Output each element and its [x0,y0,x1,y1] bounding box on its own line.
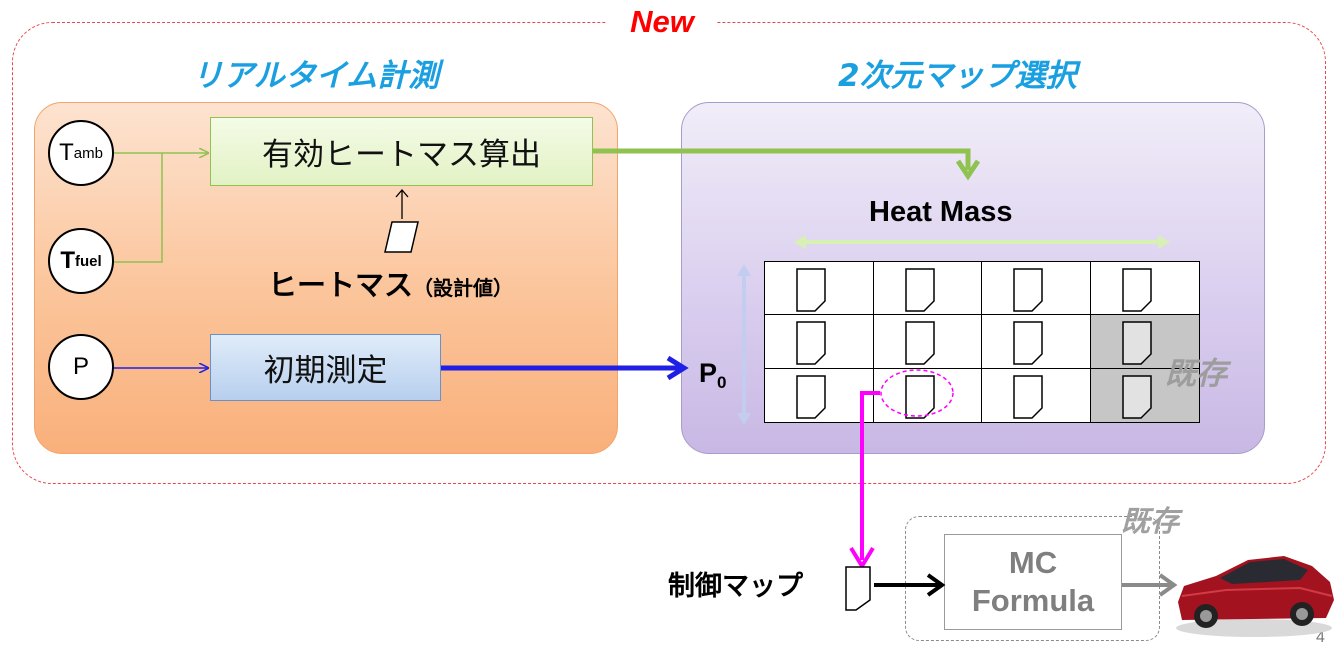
sensor-t-fuel-sub: fuel [75,252,102,270]
map-cell [1090,262,1199,316]
initial-to-p0-arrow [441,355,689,381]
heat-mass-design-main: ヒートマス [268,268,414,302]
existing-dashed-frame [905,516,1160,641]
p0-axis-label: P0 [699,358,726,393]
mc-line2: Formula [971,583,1095,618]
map-selection-title: 2次元マップ選択 [838,58,1077,94]
map-doc-icon [904,374,935,419]
sensor-t-amb-sub: amb [73,144,103,162]
sensor-t-fuel-base: T [60,247,75,274]
map-doc-icon [1121,321,1152,366]
map-cell [765,368,874,422]
sensor-p: P [48,334,114,400]
new-label: New [607,2,717,42]
sensor-t-amb-base: T [59,139,74,166]
sensor-p-label: P [72,353,89,380]
p0-base: P [699,358,718,388]
map-doc-icon [1013,374,1043,419]
map-cell [873,262,982,316]
p0-axis-arrow [737,264,751,425]
heat-mass-axis-label: Heat Mass [869,196,1013,228]
mc-formula-box: MC Formula [944,534,1122,630]
map-cell [982,368,1091,422]
control-map-to-mc-arrow [874,573,946,597]
map-doc-icon [904,321,935,366]
heat-mass-axis-arrow [794,235,1170,249]
vehicle-icon [1176,556,1334,637]
map-doc-icon [1013,321,1043,366]
map-cell [1090,368,1199,422]
realtime-measurement-title: リアルタイム計測 [192,58,440,94]
control-map-doc-icon [845,566,871,611]
initial-measurement-box: 初期測定 [210,334,441,401]
heat-mass-design-label: ヒートマス（設計値） [268,262,513,304]
heat-mass-design-note: （設計値） [413,276,514,300]
selection-to-control-map-arrow [849,391,880,570]
map-doc-icon [1121,374,1152,419]
map-doc-icon [904,268,935,312]
selected-cell-highlight [880,369,954,417]
map-doc-icon [796,321,826,366]
map-cell [874,368,982,422]
mc-to-vehicle-arrow [1122,573,1178,597]
heat-mass-to-map-arrow [593,148,981,181]
design-value-doc-icon [384,189,419,253]
map-doc-icon [1121,268,1152,312]
map-doc-icon [796,268,826,312]
existing-mc-label: 既存 [1121,504,1180,538]
p0-sub: 0 [717,373,727,392]
page-number: 4 [1316,629,1325,646]
control-map-label: 制御マップ [668,571,803,602]
map-cell [1090,315,1199,369]
map-doc-icon [796,374,826,419]
map-cell [982,315,1091,369]
mc-line1: MC [1008,545,1058,580]
map-doc-icon [1013,268,1043,312]
map-cell [765,315,874,369]
map-cell [982,262,1091,316]
control-map-grid [764,261,1200,423]
map-cell [873,315,982,369]
existing-map-label: 既存 [1165,356,1227,392]
tfuel-connector [114,153,163,263]
effective-heat-mass-box: 有効ヒートマス算出 [210,117,593,186]
map-cell [765,262,874,316]
